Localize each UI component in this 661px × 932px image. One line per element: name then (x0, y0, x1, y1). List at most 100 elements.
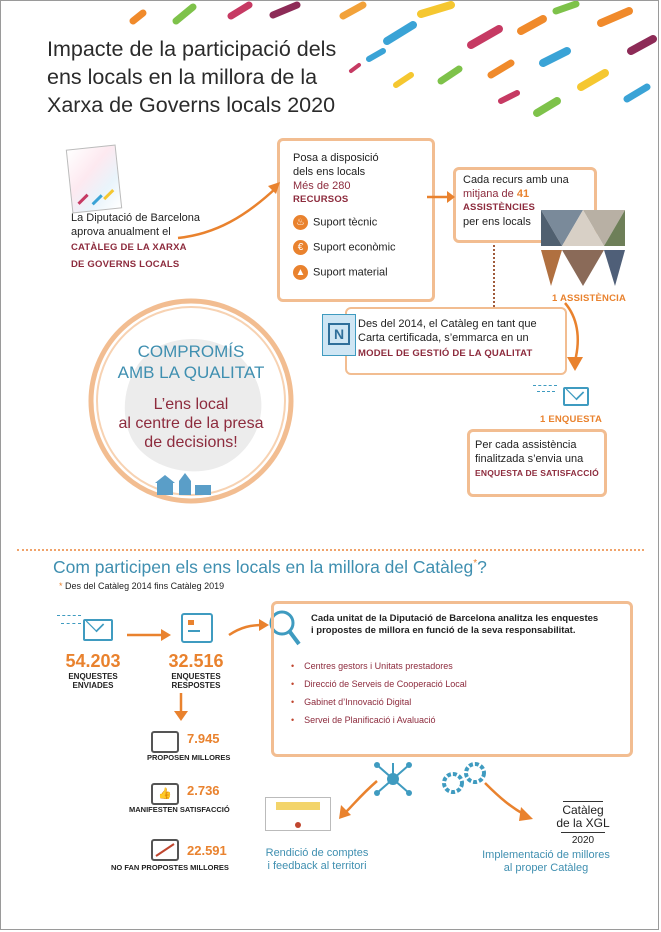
assist-text: Cada recurs amb una (463, 174, 569, 186)
dotted-connector (493, 245, 495, 307)
analysis-text: Cada unitat de la Diputació de Barcelona… (311, 613, 599, 636)
arrow-down (174, 693, 188, 721)
quality-text: Des del 2014, el Catàleg en tant que (358, 318, 537, 330)
resources-text: Posa a disposició (293, 152, 379, 164)
sent-label: ENQUESTES (68, 672, 118, 681)
unit-item: Servei de Planificació i Avaluació (291, 715, 467, 725)
assist-caps: ASSISTÈNCIES (463, 202, 536, 213)
breakdown-number: 7.945 (187, 731, 220, 746)
arrow-to-accountability (339, 780, 378, 819)
resources-count: Més de 280 (293, 180, 351, 192)
survey-text: Per cada assistència (475, 439, 577, 451)
answered-number: 32.516 (168, 651, 224, 671)
catalog-2020-logo: Catàleg de la XGL 2020 (556, 801, 610, 846)
network-icon (374, 762, 412, 796)
technical-support-icon: ♨ (293, 215, 308, 230)
breakdown-number: 22.591 (187, 843, 227, 858)
gears-icon (442, 762, 486, 794)
sent-stat: 54.203 ENQUESTES ENVIADES (57, 651, 129, 690)
analysis-box (271, 601, 633, 757)
title-line: Impacte de la participació dels (47, 37, 337, 61)
survey-content: Per cada assistència finalitzada s’envia… (475, 438, 605, 480)
diputacio-text: La Diputació de Barcelona (71, 212, 201, 224)
arrow-to-survey (564, 302, 583, 371)
commitment-content: COMPROMÍS AMB LA QUALITAT L’ens local al… (97, 341, 285, 452)
resources-text: dels ens locals (293, 166, 366, 178)
resources-content: Posa a disposició dels ens locals Més de… (293, 151, 423, 280)
answered-label: ENQUESTES (171, 672, 221, 681)
breakdown-number: 2.736 (187, 783, 220, 798)
thumbs-up-icon: 👍 (151, 783, 179, 805)
survey-box (467, 429, 607, 497)
diputacio-text: aprova anualment el (71, 226, 171, 238)
assist-text: per ens locals (463, 216, 531, 228)
commitment-circle (88, 298, 294, 504)
commitment-text: L’ens local (153, 396, 229, 413)
resource-item: €Suport econòmic (293, 240, 423, 255)
motion-lines (57, 615, 81, 616)
arrow-to-analysis (228, 619, 269, 637)
page-title: Impacte de la participació dels ens loca… (47, 35, 367, 119)
motion-lines (537, 391, 555, 392)
euro-icon: € (293, 240, 308, 255)
assistance-photos-image (541, 210, 625, 286)
commitment-title: COMPROMÍS (137, 342, 245, 361)
units-list: Centres gestors i Unitats prestadores Di… (291, 661, 467, 733)
diputacio-block: La Diputació de Barcelona aprova anualme… (71, 211, 221, 272)
unit-item: Centres gestors i Unitats prestadores (291, 661, 467, 671)
survey-label: 1 ENQUESTA (540, 414, 603, 425)
commitment-text: de decisions! (144, 434, 238, 451)
arrow-right (127, 629, 171, 641)
motion-lines (61, 623, 81, 624)
survey-text: finalitzada s’envia una (475, 453, 584, 465)
motion-lines (533, 385, 557, 386)
commitment-title: AMB LA QUALITAT (117, 363, 265, 382)
quality-caps: MODEL DE GESTIÓ DE LA QUALITAT (358, 348, 533, 359)
decorative-brush-strokes (129, 1, 657, 117)
sent-label: ENVIADES (72, 681, 114, 690)
accountability-text: Rendició de comptes i feedback al territ… (265, 847, 369, 872)
survey-caps: ENQUESTA DE SATISFACCIÓ (475, 468, 599, 478)
unit-item: Gabinet d’Innovació Digital (291, 697, 467, 707)
envelope-icon (563, 387, 589, 406)
catalog-book-image (65, 144, 123, 214)
commitment-text: al centre de la presa (118, 415, 264, 432)
answered-label: RESPOSTES (171, 681, 221, 690)
assist-content: Cada recurs amb una mitjana de 41 ASSIST… (463, 173, 593, 229)
book-strokes-icon (77, 188, 115, 206)
implementation-text: Implementació de millores al proper Catà… (482, 849, 610, 874)
resources-box (277, 138, 435, 302)
sent-number: 54.203 (65, 651, 121, 671)
breakdown-label: MANIFESTEN SATISFACCIÓ (129, 805, 230, 814)
envelope-icon (83, 619, 113, 641)
unit-item: Direcció de Serveis de Cooperació Local (291, 679, 467, 689)
breakdown-label: PROPOSEN MILLORES (147, 753, 231, 762)
report-document-image (265, 797, 331, 831)
document-crossed-icon (151, 839, 179, 861)
arrow-to-resources (177, 182, 280, 240)
answered-stat: 32.516 ENQUESTES RESPOSTES (157, 651, 235, 690)
document-list-icon (151, 731, 179, 753)
breakdown-label: NO FAN PROPOSTES MILLORES (111, 863, 229, 872)
title-line: ens locals en la millora de la (47, 65, 318, 89)
arrow-to-assist (427, 191, 455, 203)
town-icon (155, 473, 211, 495)
footnote: * Des del Catàleg 2014 fins Catàleg 2019 (59, 581, 225, 591)
quality-content: Des del 2014, el Catàleg en tant que Car… (358, 317, 558, 361)
resources-caps: RECURSOS (293, 194, 349, 205)
survey-form-icon (181, 613, 213, 643)
resource-item: ♨Suport tècnic (293, 215, 423, 230)
resource-item: ▲Suport material (293, 265, 423, 280)
traffic-cone-icon: ▲ (293, 265, 308, 280)
assistance-label: 1 ASSISTÈNCIA (552, 293, 627, 304)
quality-text: Carta certificada, s’emmarca en un (358, 332, 529, 344)
catalog-caps: DE GOVERNS LOCALS (71, 259, 180, 270)
assist-text: mitjana de 41 (463, 188, 530, 200)
arrow-to-implementation (484, 782, 533, 821)
certification-badge-icon: N (322, 314, 356, 356)
assist-box (453, 167, 597, 243)
section-heading: Com participen els ens locals en la mill… (53, 557, 487, 577)
section-divider (17, 549, 644, 551)
title-line: Xarxa de Governs locals 2020 (47, 93, 336, 117)
